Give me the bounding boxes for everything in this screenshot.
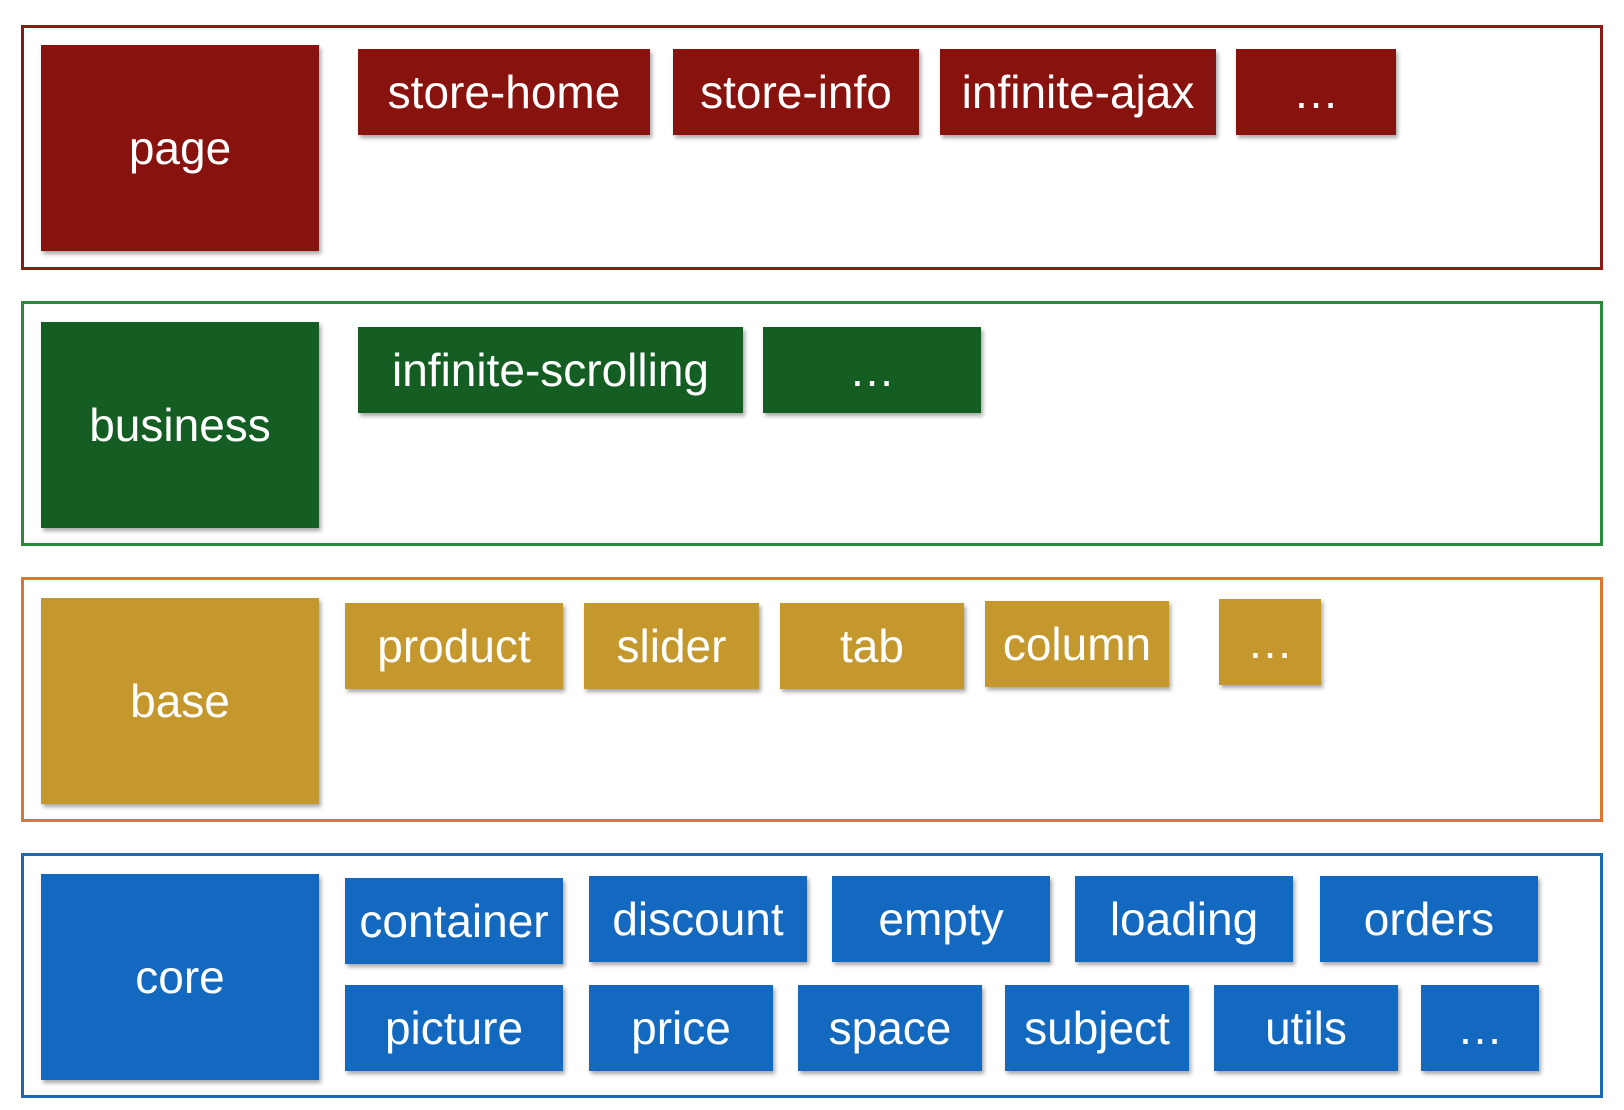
module-chip: loading [1075, 876, 1293, 962]
module-chip: picture [345, 985, 563, 1071]
module-chip: container [345, 878, 563, 964]
module-chip: store-home [358, 49, 650, 135]
module-chip: orders [1320, 876, 1538, 962]
module-chip: empty [832, 876, 1050, 962]
module-chip: infinite-scrolling [358, 327, 743, 413]
module-chip: product [345, 603, 563, 689]
module-chip: utils [1214, 985, 1398, 1071]
layer-title-base: base [41, 598, 319, 804]
module-chip: space [798, 985, 982, 1071]
module-chip: store-info [673, 49, 919, 135]
module-chip: slider [584, 603, 759, 689]
layer-title-core: core [41, 874, 319, 1080]
module-chip: tab [780, 603, 964, 689]
module-chip: column [985, 601, 1169, 687]
module-chip: price [589, 985, 773, 1071]
module-chip: discount [589, 876, 807, 962]
module-chip: subject [1005, 985, 1189, 1071]
module-chip: infinite-ajax [940, 49, 1216, 135]
module-chip-ellipsis: … [1236, 49, 1396, 135]
module-chip-ellipsis: … [763, 327, 981, 413]
layer-title-business: business [41, 322, 319, 528]
module-chip-ellipsis: … [1421, 985, 1539, 1071]
layer-title-page: page [41, 45, 319, 251]
module-chip-ellipsis: … [1219, 599, 1321, 685]
